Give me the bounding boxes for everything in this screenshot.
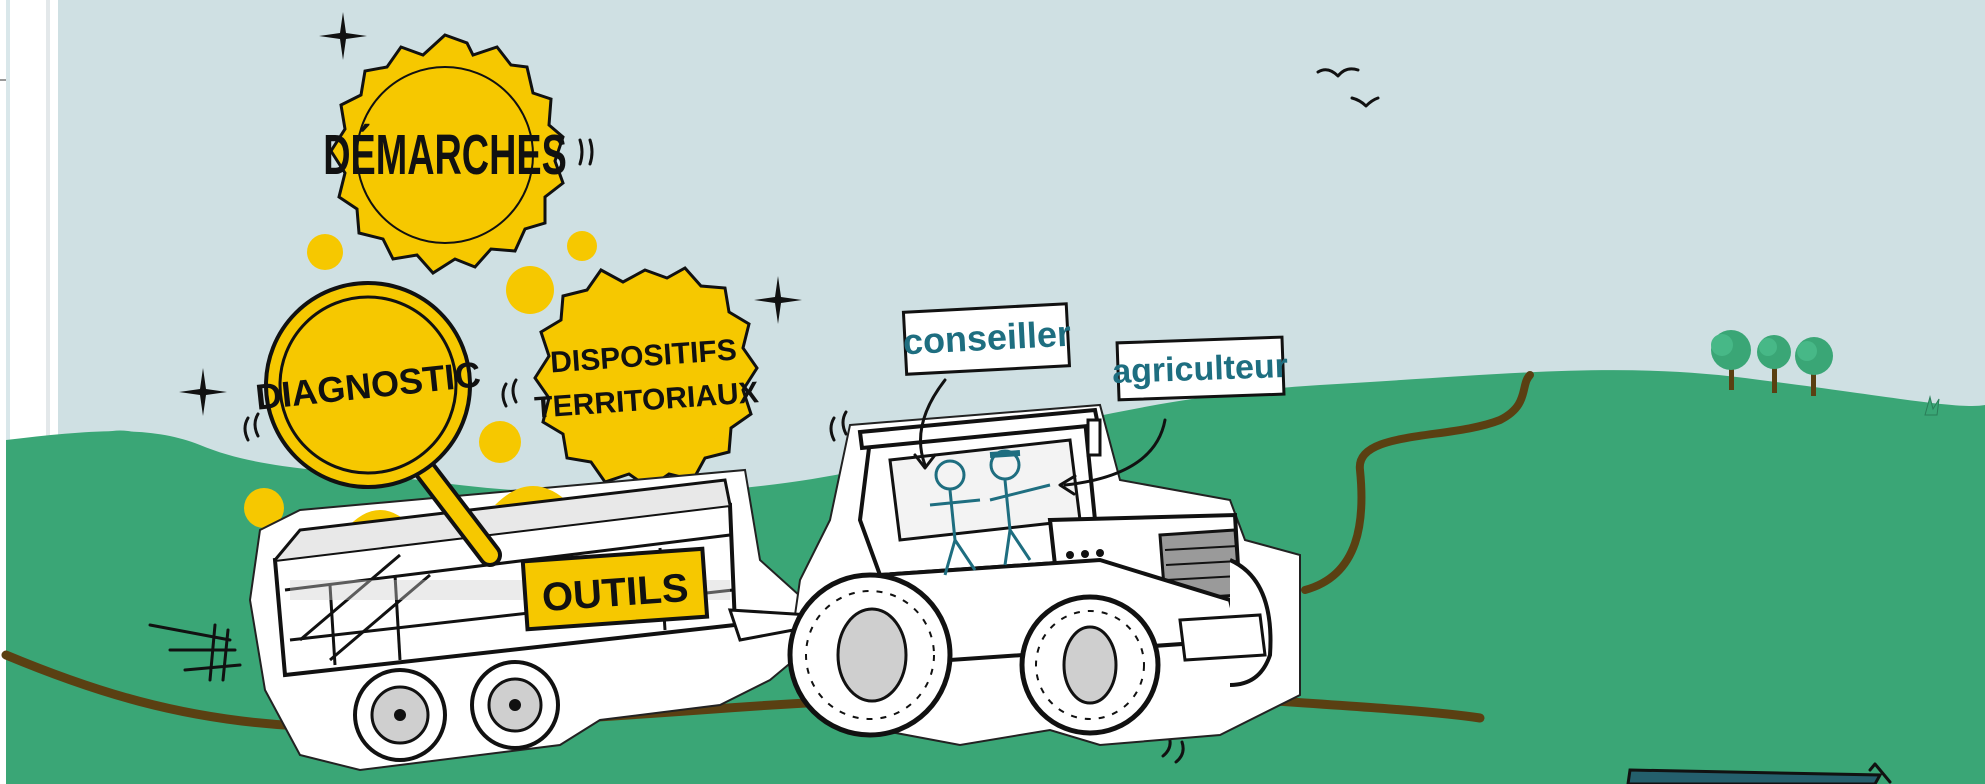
tree-icon [1757,335,1791,393]
tree-icon [1711,330,1751,390]
dirt-path [1,650,1485,732]
dirt-path-branch [1301,371,1534,594]
magnifier-icon: DIAGNOSTIC [254,281,502,567]
arrow-to-agriculteur [1063,418,1167,487]
arrow-to-conseiller [919,378,947,467]
outils-label: OUTILS [541,566,690,620]
conseiller-label: conseiller [902,313,1072,363]
agriculteur-label: agriculteur [1112,347,1289,391]
agriculteur-tag: agriculteur [1112,335,1289,402]
gear-icon: DISPOSITIFS TERRITORIAUX [533,266,760,490]
gear-icon: DÉMARCHES [323,33,567,275]
people-icon [929,449,1051,576]
trailer-icon [148,478,824,762]
sparkle-icon [319,12,367,60]
bottom-right-object [1626,768,1883,784]
outils-plate: OUTILS [520,546,710,632]
sparkle-icon [179,368,227,416]
sparkle-icon [754,276,802,324]
yellow-bubbles [244,231,597,528]
tree-icon [1795,337,1833,396]
tractor-icon [787,407,1273,738]
conseiller-tag: conseiller [901,302,1072,376]
bird-icon [1350,96,1380,108]
demarches-label: DÉMARCHES [323,123,567,187]
bird-icon [1316,67,1360,78]
